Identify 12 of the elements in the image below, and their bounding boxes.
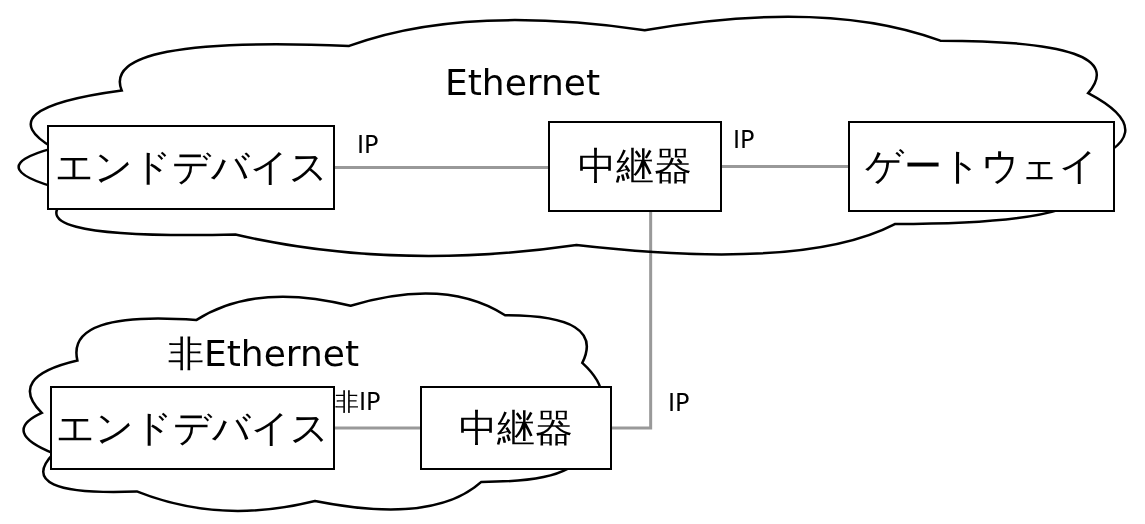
connector-line [722,165,848,168]
cloud-label: 非Ethernet [168,332,360,376]
device-box: エンドデバイス [47,125,335,210]
cloud-label: Ethernet [445,62,601,103]
device-box: エンドデバイス [50,386,335,470]
connector-line [335,166,548,169]
connector-line [335,426,420,430]
device-box: 中継器 [548,121,722,212]
edge-label: 非IP [335,390,381,414]
connector-line [612,212,653,430]
device-box: ゲートウェイ [848,121,1115,212]
device-box: 中継器 [420,386,612,470]
